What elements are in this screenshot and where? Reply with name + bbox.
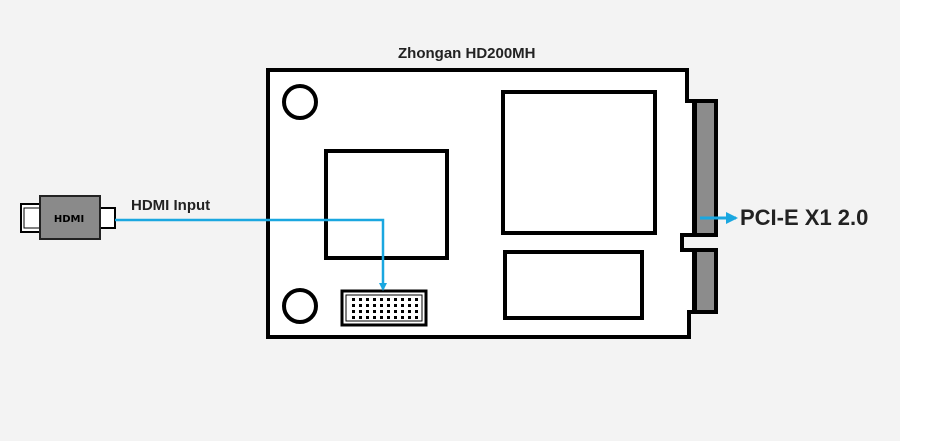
pin: [394, 304, 397, 307]
chip-main: [324, 149, 449, 260]
pin: [373, 310, 376, 313]
pin: [352, 298, 355, 301]
pin: [401, 310, 404, 313]
pin: [401, 304, 404, 307]
pin-header-pins: [352, 298, 418, 319]
pin: [373, 298, 376, 301]
pin: [359, 304, 362, 307]
pin: [408, 304, 411, 307]
pin: [394, 298, 397, 301]
mounting-hole-icon: [282, 288, 318, 324]
pin: [352, 316, 355, 319]
pin: [366, 298, 369, 301]
pin: [366, 304, 369, 307]
gold-finger-upper: [693, 99, 718, 237]
gold-finger-lower: [693, 248, 718, 314]
pin: [380, 298, 383, 301]
pin: [415, 316, 418, 319]
pin: [401, 316, 404, 319]
pin: [415, 298, 418, 301]
pin: [380, 304, 383, 307]
pin: [359, 316, 362, 319]
pin: [359, 298, 362, 301]
pin: [373, 304, 376, 307]
pin: [359, 310, 362, 313]
pin: [380, 316, 383, 319]
pin: [352, 310, 355, 313]
hdmi-logo-text: HDMI: [54, 214, 84, 225]
hdmi-plug-icon: HDMI: [20, 195, 116, 240]
pin: [387, 298, 390, 301]
pin: [352, 304, 355, 307]
pin: [408, 298, 411, 301]
hdmi-input-label: HDMI Input: [131, 197, 211, 214]
pcie-label: PCI-E X1 2.0: [740, 205, 869, 230]
pin: [408, 316, 411, 319]
pin: [415, 304, 418, 307]
pin: [415, 310, 418, 313]
pin: [408, 310, 411, 313]
mounting-hole-icon: [282, 84, 318, 120]
pin: [366, 316, 369, 319]
pin: [366, 310, 369, 313]
board-title: Zhongan HD200MH: [398, 45, 536, 62]
pin: [394, 316, 397, 319]
pin: [394, 310, 397, 313]
chip-large: [501, 90, 657, 235]
pin-header-icon: [340, 289, 428, 327]
pin: [387, 304, 390, 307]
pin: [373, 316, 376, 319]
pin: [401, 298, 404, 301]
hdmi-signal-arrow: [115, 218, 387, 291]
chip-memory: [503, 250, 644, 320]
pin: [380, 310, 383, 313]
pin: [387, 316, 390, 319]
pin: [387, 310, 390, 313]
